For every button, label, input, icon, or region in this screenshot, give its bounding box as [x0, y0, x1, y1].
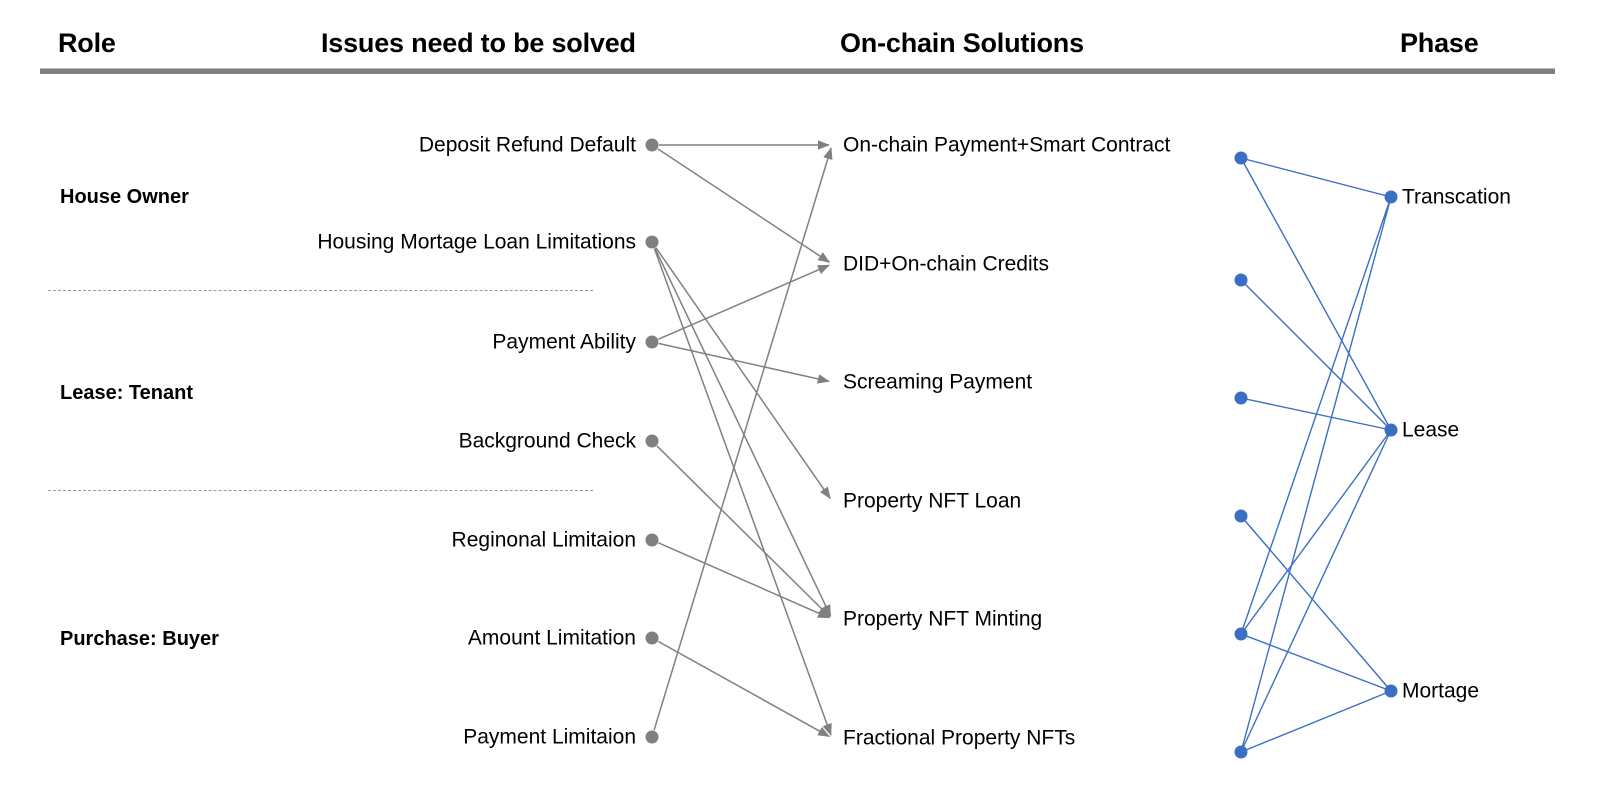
role-label-purchase-buyer: Purchase: Buyer [60, 628, 219, 650]
phase-edges [1240, 157, 1392, 753]
phase-node-dot[interactable] [1384, 684, 1398, 698]
issue-solution-edge [653, 147, 833, 731]
phase-node-dot[interactable] [1234, 745, 1248, 759]
issue-label-housing-mortage-loan[interactable]: Housing Mortage Loan Limitations [317, 230, 636, 254]
phase-label-lease[interactable]: Lease [1402, 418, 1460, 442]
issue-solution-edge [653, 248, 832, 736]
column-header-issues: Issues need to be solved [321, 28, 636, 58]
phase-node-dot[interactable] [1234, 627, 1248, 641]
issue-node-dot[interactable] [645, 631, 659, 645]
column-header-role: Role [58, 28, 116, 58]
issue-label-deposit-refund-default[interactable]: Deposit Refund Default [418, 133, 636, 157]
issue-node-dot[interactable] [645, 335, 659, 349]
phase-node-dot[interactable] [1384, 190, 1398, 204]
phase-node-dot[interactable] [1234, 509, 1248, 523]
phase-label-transcation[interactable]: Transcation [1402, 185, 1511, 209]
phase-edge [1240, 690, 1392, 753]
role-label-house-owner: House Owner [60, 186, 189, 208]
phase-edge [1240, 157, 1392, 198]
column-header-phase: Phase [1400, 28, 1479, 58]
issue-node-dot[interactable] [645, 138, 659, 152]
phase-edge [1240, 196, 1392, 753]
phase-edge [1240, 279, 1392, 431]
issue-label-reginonal-limitaion[interactable]: Reginonal Limitaion [451, 528, 636, 552]
phase-label-mortage[interactable]: Mortage [1402, 679, 1480, 703]
phase-edge [1240, 429, 1392, 753]
phase-node-dot[interactable] [1234, 273, 1248, 287]
role-label-lease-tenant: Lease: Tenant [60, 382, 193, 404]
issue-solution-edge [654, 247, 832, 617]
issue-solution-edges [653, 140, 833, 738]
phase-edge [1240, 157, 1392, 431]
issue-solution-edge [655, 247, 831, 500]
phase-edge [1240, 196, 1392, 635]
issue-label-background-check[interactable]: Background Check [458, 429, 636, 453]
phase-edge [1240, 397, 1392, 431]
phase-node-dot[interactable] [1234, 151, 1248, 165]
issue-solution-edge [658, 542, 830, 619]
issue-node-dot[interactable] [645, 533, 659, 547]
issue-label-payment-limitaion[interactable]: Payment Limitaion [463, 725, 636, 749]
phase-edge [1240, 633, 1392, 692]
column-header-solutions: On-chain Solutions [840, 28, 1084, 58]
issue-node-dot[interactable] [645, 730, 659, 744]
solution-label-fractional-property-nfts[interactable]: Fractional Property NFTs [843, 726, 1076, 750]
phase-node-dots [1234, 151, 1398, 759]
solution-label-onchain-payment-smart-contract[interactable]: On-chain Payment+Smart Contract [843, 133, 1171, 157]
solution-label-property-nft-loan[interactable]: Property NFT Loan [843, 489, 1022, 513]
solution-label-screaming-payment[interactable]: Screaming Payment [843, 370, 1033, 394]
header-rule [40, 68, 1555, 74]
phase-node-dot[interactable] [1234, 391, 1248, 405]
issue-solution-edge [657, 640, 831, 738]
phase-node-dot[interactable] [1384, 423, 1398, 437]
phase-edge [1240, 515, 1392, 692]
role-divider-2 [48, 490, 593, 491]
issue-solution-edge [658, 264, 830, 340]
phase-edge [1240, 429, 1392, 635]
issue-label-payment-ability[interactable]: Payment Ability [492, 330, 636, 354]
issue-node-dot[interactable] [645, 434, 659, 448]
issue-label-amount-limitation[interactable]: Amount Limitation [467, 626, 636, 650]
issue-solution-edge [656, 445, 831, 618]
issue-solution-edge [657, 148, 831, 263]
solution-label-did-onchain-credits[interactable]: DID+On-chain Credits [843, 252, 1049, 276]
issue-solution-edge [658, 342, 830, 384]
issue-node-dot[interactable] [645, 235, 659, 249]
issue-node-dots [645, 138, 659, 744]
role-divider-1 [48, 290, 593, 291]
solution-label-property-nft-minting[interactable]: Property NFT Minting [843, 607, 1043, 631]
